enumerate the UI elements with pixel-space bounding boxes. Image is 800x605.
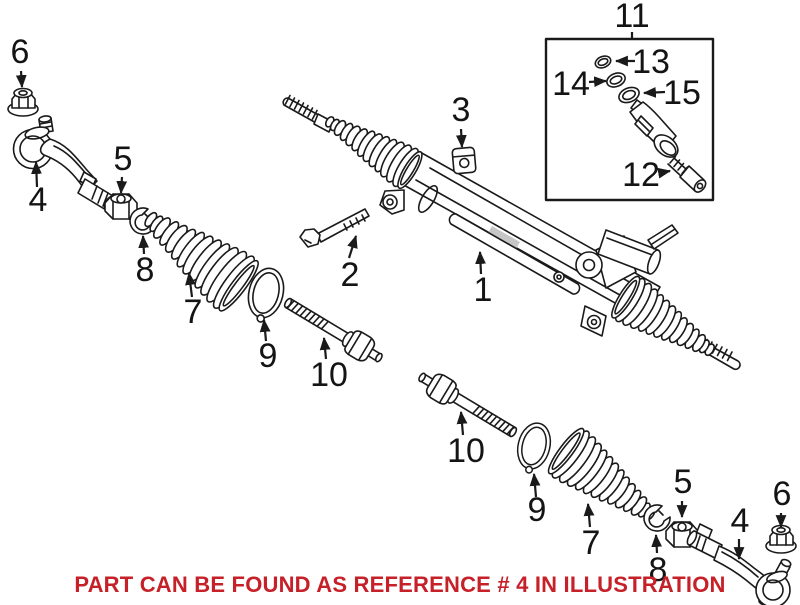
callout-6-right: 6 [773, 475, 792, 513]
flange-nut-right-drawing [765, 524, 797, 554]
outer-tie-rod-left-drawing [12, 115, 115, 211]
callout-2: 2 [341, 256, 360, 294]
callout-9-left-arrow [259, 318, 271, 342]
callout-15-arrow [642, 87, 666, 98]
callout-6-left-arrow [15, 70, 27, 89]
outer-tie-rod-right-drawing [686, 523, 792, 605]
clip-right-drawing [643, 504, 671, 532]
flange-nut-left-drawing [7, 87, 39, 117]
repair-kit-box [544, 37, 715, 202]
sensor-valve-drawing [629, 99, 679, 158]
callout-15: 15 [663, 74, 701, 112]
callout-9-right: 9 [528, 491, 547, 529]
callout-12: 12 [622, 156, 660, 194]
mount-bushing-drawing [451, 146, 477, 175]
callout-7-right: 7 [582, 524, 601, 562]
callout-1-arrow [475, 250, 486, 275]
o-ring-13-drawing [594, 55, 612, 69]
callout-9-left: 9 [259, 337, 278, 375]
callout-10-left: 10 [310, 356, 348, 394]
callout-11: 11 [614, 0, 649, 35]
callout-10-right-arrow [456, 410, 468, 436]
o-ring-15-drawing [618, 86, 640, 104]
callout-9-right-arrow [529, 472, 541, 498]
callouts: 1 2 3 4 5 6 7 8 9 10 11 12 13 14 15 10 9 [11, 0, 792, 589]
callout-5-left-arrow [116, 176, 128, 195]
kit-bolt-drawing [667, 155, 707, 193]
callout-10-right: 10 [447, 432, 485, 470]
callout-14: 14 [552, 65, 590, 103]
callout-8-right: 8 [649, 551, 668, 589]
callout-14-arrow [588, 76, 608, 88]
callout-3-arrow [455, 128, 467, 149]
callout-4-left: 4 [29, 181, 48, 219]
callout-5-right: 5 [674, 463, 693, 501]
callout-6-left: 6 [11, 33, 30, 71]
callout-1: 1 [474, 271, 493, 309]
callout-7-left: 7 [184, 293, 203, 331]
callout-13: 13 [632, 43, 670, 81]
callout-5-left: 5 [114, 140, 133, 178]
o-ring-14-drawing [606, 72, 626, 88]
callout-7-right-arrow [583, 502, 595, 528]
callout-12-arrow [657, 167, 672, 179]
callout-3: 3 [452, 91, 471, 129]
mount-bolt-drawing [299, 208, 370, 248]
callout-8-left-arrow [138, 234, 150, 255]
callout-4-left-arrow [31, 160, 42, 188]
callout-10-left-arrow [319, 336, 331, 360]
bellows-boot-right-drawing [542, 423, 671, 541]
callout-8-right-arrow [651, 533, 663, 554]
steering-gear-drawing [282, 94, 741, 374]
callout-4-right: 4 [731, 502, 750, 540]
callout-2-arrow [347, 234, 358, 259]
callout-8-left: 8 [136, 251, 155, 289]
reference-note: PART CAN BE FOUND AS REFERENCE # 4 IN IL… [74, 572, 725, 597]
callout-7-left-arrow [185, 271, 196, 298]
